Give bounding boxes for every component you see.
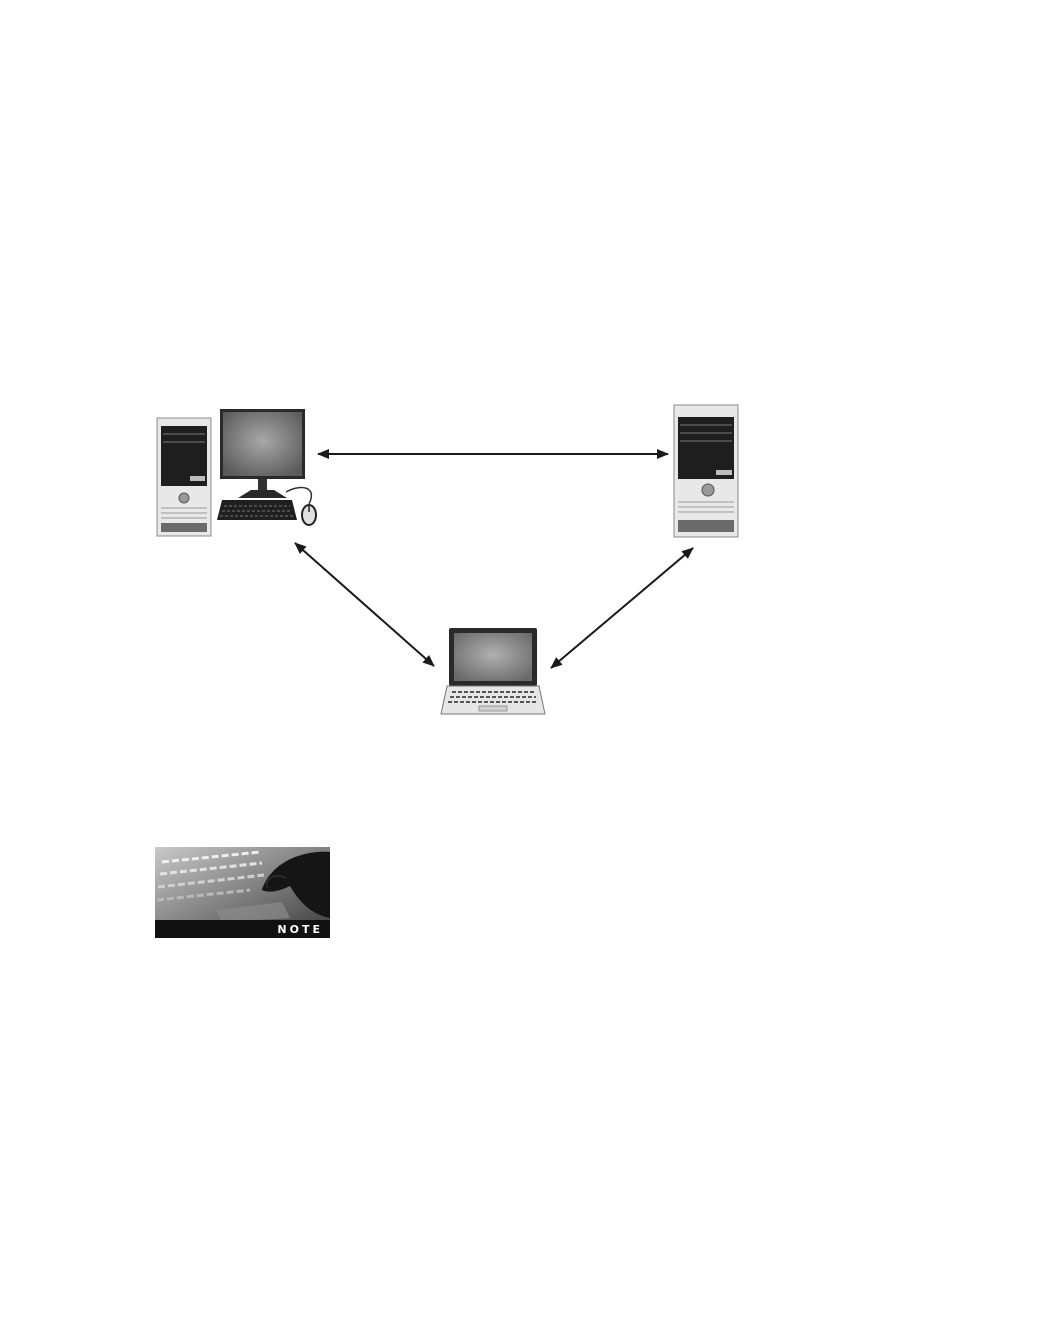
tower-server-icon: [674, 405, 738, 537]
laptop-icon: [441, 628, 545, 714]
desktop-computer-icon: [157, 409, 316, 536]
note-badge: NOTE: [155, 847, 330, 938]
edge-workstation-laptop: [295, 543, 434, 666]
edge-server-laptop: [551, 548, 693, 668]
workstation-monitor: [220, 409, 305, 498]
workstation-keyboard: [217, 500, 297, 520]
workstation-tower: [157, 418, 211, 536]
note-label: NOTE: [277, 923, 323, 936]
